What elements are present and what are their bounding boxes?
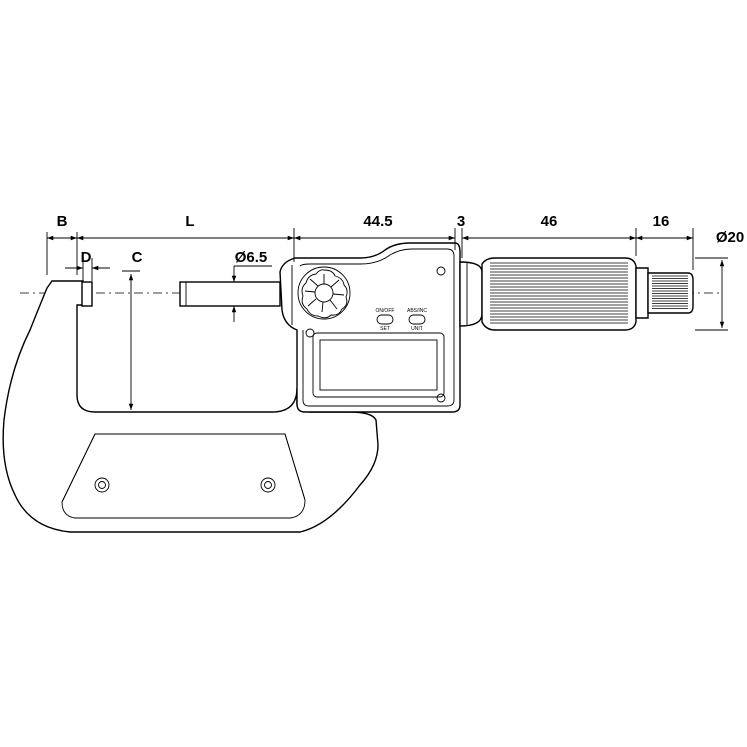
dim-20-label: Ø20 — [716, 229, 744, 246]
dim-3-label: 3 — [457, 213, 465, 230]
spindle — [179, 281, 281, 307]
ratchet-stem — [635, 267, 649, 319]
housing-screw-tr — [436, 266, 446, 276]
screw-left — [94, 477, 110, 493]
set-label: SET — [380, 326, 390, 332]
screw-right — [260, 477, 276, 493]
dim-16-label: 16 — [653, 213, 670, 230]
sleeve — [459, 261, 483, 327]
unit-label: UNIT — [411, 326, 423, 332]
on-off-label: ON/OFF — [376, 308, 395, 314]
housing-screw-br — [436, 393, 446, 403]
dim-c-label: C — [132, 249, 143, 266]
ratchet-knurl — [652, 275, 688, 309]
dim-d-label: D — [81, 249, 92, 266]
adjust-knob — [297, 266, 351, 320]
housing-screw-l — [305, 328, 315, 338]
thimble — [481, 257, 637, 331]
lcd-screen-outer — [312, 332, 445, 398]
display-housing — [279, 242, 461, 413]
c-frame — [2, 280, 379, 533]
anvil — [81, 281, 93, 307]
lcd-screen — [319, 339, 438, 391]
dim-l-label: L — [185, 213, 194, 230]
thimble-knurl — [490, 262, 628, 324]
abs-inc-button[interactable] — [408, 314, 426, 325]
display-frame-inner — [299, 248, 455, 407]
frame-recess — [61, 433, 306, 519]
dim-46-label: 46 — [541, 213, 558, 230]
ratchet — [647, 272, 694, 314]
on-off-button[interactable] — [376, 314, 394, 325]
abs-inc-label: ABS/INC — [407, 308, 427, 314]
dim-spindle-label: Ø6.5 — [235, 249, 268, 266]
dim-44-label: 44.5 — [363, 213, 392, 230]
dim-b-label: B — [57, 213, 68, 230]
